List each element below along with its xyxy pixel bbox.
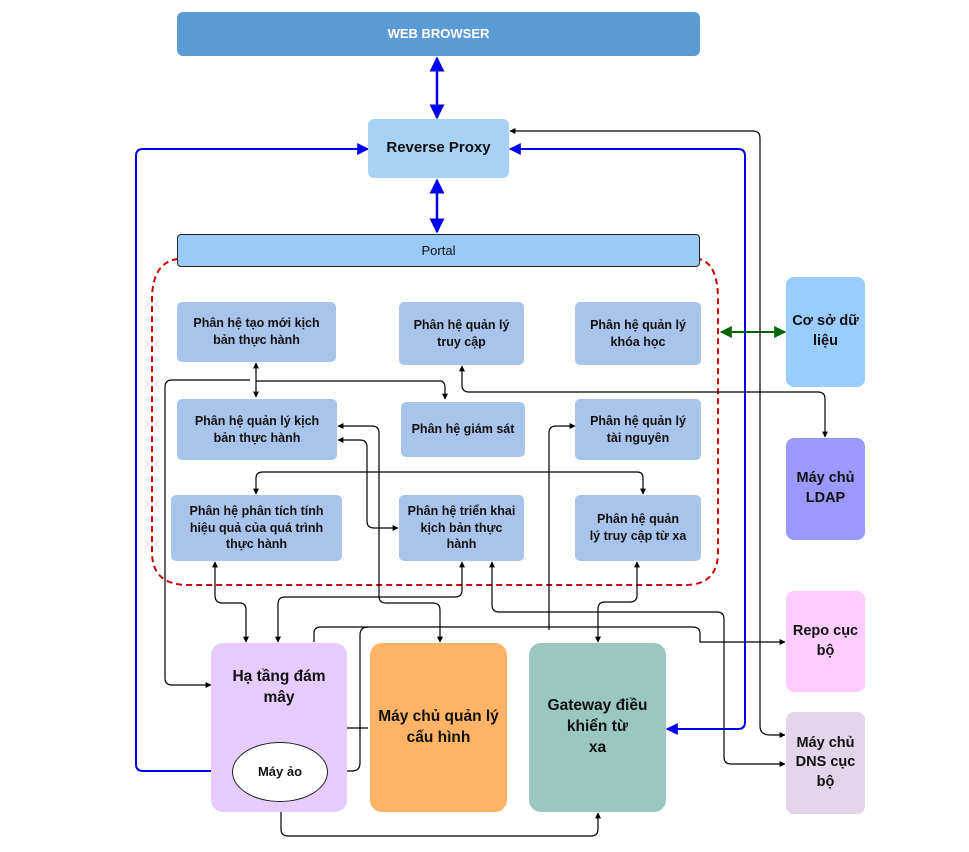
remote-gateway-box: Gateway điều khiển từ xa (529, 643, 666, 812)
database-box: Cơ sở dữ liệu (786, 277, 865, 387)
module-access-management: Phân hệ quản lý truy cập (399, 302, 524, 365)
local-repo-box: Repo cục bộ (786, 591, 865, 692)
module-scenario-deployment: Phân hệ triển khai kịch bản thực hành (399, 495, 524, 561)
module-effectiveness-analysis: Phân hệ phân tích tính hiệu quả của quá … (171, 495, 342, 561)
portal-bar: Portal (177, 234, 700, 267)
access-ldap-link (459, 365, 828, 438)
cloud-infrastructure-label: Hạ tầng đám mây (232, 668, 326, 706)
module-create-scenario: Phân hệ tạo mới kịch bản thực hành (177, 302, 336, 362)
module-monitoring: Phân hệ giám sát (401, 402, 525, 457)
cloud-repo-link (313, 626, 786, 645)
virtual-machine-node: Máy ảo (232, 742, 328, 802)
remote-gateway-link (595, 561, 640, 643)
vm-config-link (327, 626, 369, 774)
proxy-vm-link (135, 143, 370, 777)
module-course-management: Phân hệ quản lý khóa học (575, 302, 701, 365)
config-server-box: Máy chủ quản lý cấu hình (370, 643, 507, 812)
reverse-proxy-box: Reverse Proxy (368, 119, 509, 178)
manage-deploy-link (337, 437, 399, 531)
resources-gateway-link (548, 423, 576, 630)
analysis-cloud-link (212, 561, 249, 643)
module-scenario-management: Phân hệ quản lý kịch bản thực hành (177, 399, 337, 460)
repo-dns-link (723, 640, 786, 767)
local-dns-box: Máy chủ DNS cục bộ (786, 712, 865, 814)
create-monitor-link (256, 380, 448, 400)
ldap-server-box: Máy chủ LDAP (786, 438, 865, 540)
deploy-cloud-link (275, 561, 465, 643)
web-browser-box: WEB BROWSER (177, 12, 700, 56)
analysis-resources-link (253, 471, 646, 495)
module-remote-access: Phân hệ quản lý truy cập từ xa (575, 495, 701, 561)
vm-gateway-link (278, 803, 601, 837)
deploy-repo-link (489, 561, 725, 640)
module-cloud-link (164, 379, 250, 688)
module-resource-management: Phân hệ quản lý tài nguyên (575, 399, 701, 460)
